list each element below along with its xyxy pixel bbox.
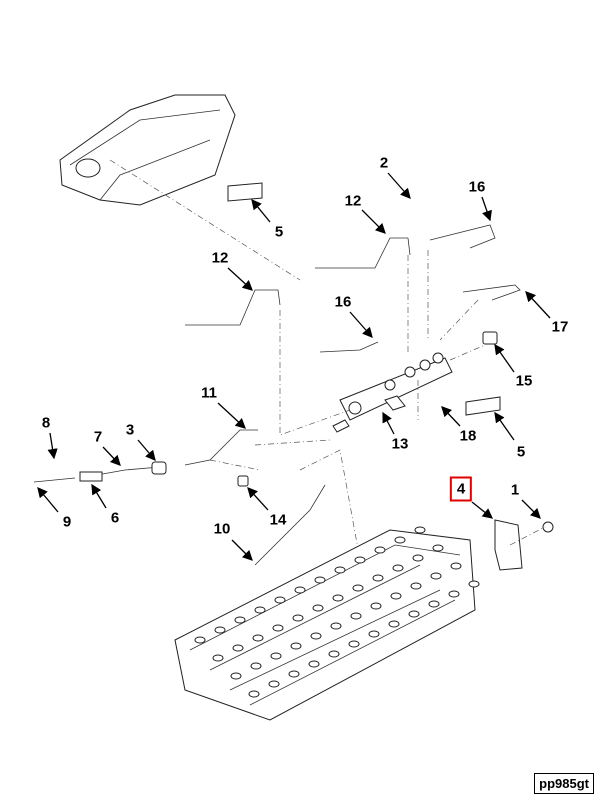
callout-4[interactable]: 4 — [449, 476, 473, 502]
callout-3[interactable]: 3 — [125, 421, 135, 439]
valve-spring — [288, 670, 300, 678]
callout-8[interactable]: 8 — [41, 414, 51, 432]
valve-spring — [394, 536, 406, 544]
valve-spring — [348, 640, 360, 648]
valve-spring — [314, 576, 326, 584]
leader-lines — [37, 172, 551, 561]
leader-line-16 — [349, 311, 373, 338]
valve-spring — [388, 620, 400, 628]
callout-11[interactable]: 11 — [201, 384, 217, 402]
valve-spring — [352, 584, 364, 592]
valve-spring — [270, 652, 282, 660]
gasket-5-right — [465, 396, 501, 416]
callout-14[interactable]: 14 — [269, 511, 287, 529]
leader-line-4 — [471, 501, 494, 519]
leader-line-12 — [227, 267, 253, 291]
callout-9[interactable]: 9 — [62, 513, 72, 531]
valve-cover — [59, 94, 236, 206]
valve-spring — [430, 572, 442, 580]
valve-spring — [254, 606, 266, 614]
callout-15[interactable]: 15 — [515, 372, 533, 390]
leader-line-10 — [231, 539, 253, 561]
valve-spring — [428, 600, 440, 608]
valve-spring — [292, 614, 304, 622]
callout-13[interactable]: 13 — [391, 435, 409, 453]
leader-line-18 — [441, 406, 461, 427]
valve-spring — [290, 642, 302, 650]
leader-line-12 — [361, 209, 386, 234]
valve-spring — [214, 626, 226, 634]
callout-12[interactable]: 12 — [344, 192, 362, 210]
leader-line-17 — [525, 291, 551, 319]
callout-17[interactable]: 17 — [551, 318, 569, 336]
leader-line-9 — [37, 487, 59, 513]
callout-16[interactable]: 16 — [468, 178, 486, 196]
valve-spring — [250, 662, 262, 670]
valve-spring — [412, 554, 424, 562]
callout-16[interactable]: 16 — [334, 293, 352, 311]
callout-18[interactable]: 18 — [459, 427, 477, 445]
injector-lines — [33, 224, 554, 571]
callout-5[interactable]: 5 — [516, 443, 526, 461]
valve-spring — [448, 590, 460, 598]
leader-line-16 — [481, 196, 492, 222]
leader-line-6 — [91, 483, 107, 509]
callout-12[interactable]: 12 — [211, 249, 229, 267]
callout-10[interactable]: 10 — [213, 520, 231, 538]
valve-spring — [390, 592, 402, 600]
valve-spring — [232, 644, 244, 652]
valve-spring — [410, 582, 422, 590]
leader-line-3 — [137, 439, 156, 461]
leader-line-5 — [494, 411, 515, 441]
valve-spring — [230, 672, 242, 680]
callout-2[interactable]: 2 — [379, 154, 389, 172]
leader-line-15 — [494, 343, 515, 373]
valve-spring — [248, 690, 260, 698]
valve-spring — [432, 544, 444, 552]
callout-7[interactable]: 7 — [93, 428, 103, 446]
callout-6[interactable]: 6 — [110, 509, 120, 527]
valve-spring — [450, 562, 462, 570]
leader-line-13 — [382, 411, 395, 435]
leader-line-8 — [47, 432, 58, 460]
valve-spring — [312, 604, 324, 612]
valve-spring — [328, 650, 340, 658]
valve-spring — [414, 526, 426, 534]
valve-spring — [334, 566, 346, 574]
valve-spring — [308, 660, 320, 668]
gasket-5-top — [227, 182, 263, 202]
leader-line-2 — [387, 172, 411, 199]
leader-line-7 — [102, 446, 121, 466]
valve-spring — [354, 556, 366, 564]
leader-line-5 — [251, 198, 271, 223]
valve-spring — [212, 654, 224, 662]
valve-spring — [372, 574, 384, 582]
valve-spring — [392, 564, 404, 572]
cylinder-head — [174, 529, 476, 721]
reference-code: pp985gt — [534, 773, 594, 794]
valve-spring — [272, 624, 284, 632]
leader-line-1 — [521, 499, 541, 519]
valve-spring — [350, 612, 362, 620]
valve-spring — [252, 634, 264, 642]
valve-spring — [310, 632, 322, 640]
valve-spring — [234, 616, 246, 624]
fuel-rail — [332, 352, 453, 433]
valve-spring — [268, 680, 280, 688]
callout-1[interactable]: 1 — [510, 481, 520, 499]
valve-spring — [294, 586, 306, 594]
valve-spring — [368, 630, 380, 638]
leader-line-14 — [247, 487, 269, 511]
valve-spring — [332, 594, 344, 602]
valve-spring — [408, 610, 420, 618]
callout-5[interactable]: 5 — [274, 223, 284, 241]
valve-spring — [274, 596, 286, 604]
leader-line-11 — [217, 402, 246, 429]
valve-spring — [330, 622, 342, 630]
valve-spring — [374, 546, 386, 554]
valve-spring — [468, 580, 480, 588]
valve-spring — [194, 636, 206, 644]
valve-spring — [370, 602, 382, 610]
